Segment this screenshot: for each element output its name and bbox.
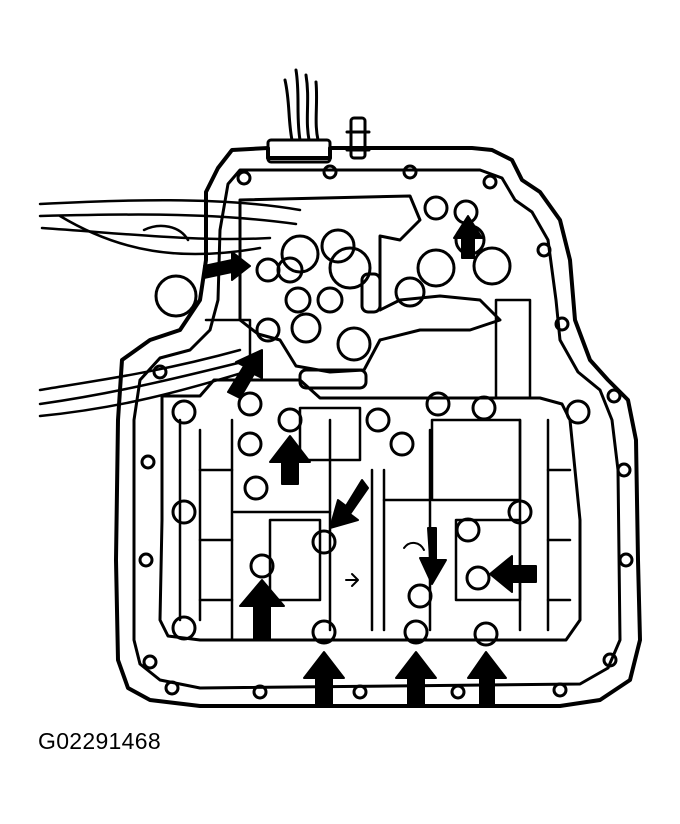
valve-body-plate	[158, 378, 582, 642]
bolt-callout-arrows	[203, 215, 537, 705]
arrow-upper-left	[203, 251, 251, 281]
arrow-upper-right	[453, 215, 483, 259]
top-stud	[345, 116, 371, 160]
case-bolt-holes	[138, 164, 634, 700]
top-wire-bundle	[283, 68, 320, 142]
arrow-center-left	[269, 435, 311, 485]
arrow-left-middle	[227, 349, 263, 399]
detail-marks	[345, 542, 425, 587]
arrow-right-horizontal	[489, 555, 537, 593]
figure-id-caption: G02291468	[38, 728, 161, 754]
arrow-right-diag	[419, 527, 447, 585]
solenoid-cluster-upper	[238, 194, 512, 390]
left-wire-harness	[38, 198, 302, 418]
arrow-bottom-2	[395, 651, 437, 705]
valve-body-bolts	[171, 195, 591, 647]
arrow-center-diag	[329, 479, 369, 529]
case-outer-outline	[114, 146, 642, 708]
arrow-bottom-3	[467, 651, 507, 705]
arrow-bottom-1	[303, 651, 345, 705]
arrow-lower-left	[239, 579, 285, 641]
left-side-boss	[154, 274, 198, 318]
